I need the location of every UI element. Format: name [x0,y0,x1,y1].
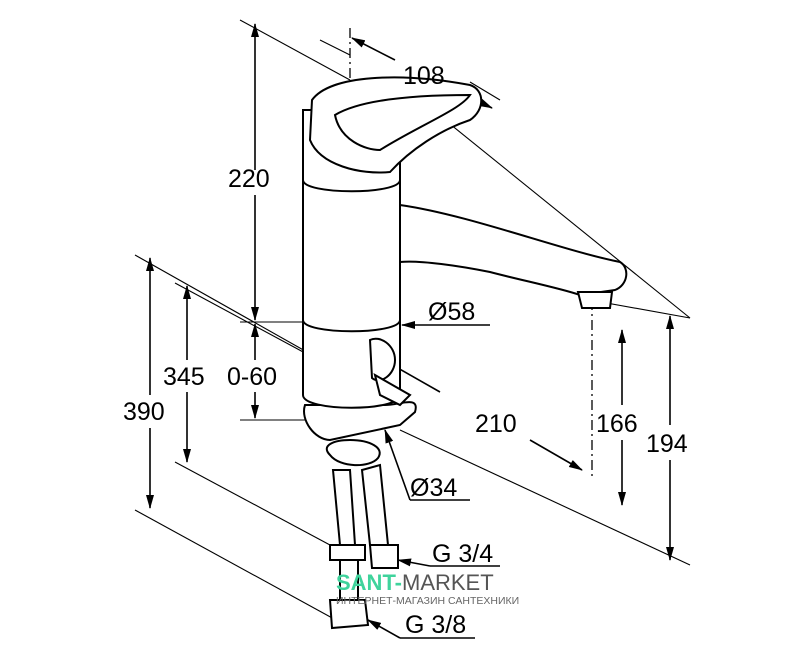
watermark-brand: SANT-MARKET [336,570,494,595]
watermark-brand-a: SANT- [336,570,402,595]
dim-210: 210 [475,410,517,438]
dim-220: 220 [228,165,270,193]
dim-166: 166 [596,410,638,438]
watermark-tagline: ИНТЕРНЕТ-МАГАЗИН САНТЕХНИКИ [336,595,519,607]
thread-g34: G 3/4 [432,540,493,568]
dim-0-60: 0-60 [227,363,277,391]
dim-390: 390 [123,398,165,426]
dim-108: 108 [403,62,445,90]
dim-diameter-58: Ø58 [428,298,475,326]
dim-345: 345 [163,363,205,391]
dim-diameter-34: Ø34 [410,474,457,502]
dim-194: 194 [646,430,688,458]
thread-g38: G 3/8 [405,611,466,639]
watermark-brand-b: MARKET [402,570,494,595]
watermark: SANT-MARKET ИНТЕРНЕТ-МАГАЗИН САНТЕХНИКИ [336,570,519,607]
dimension-labels: 108 220 Ø58 345 0-60 390 210 166 194 Ø34… [123,62,688,639]
faucet-body [302,76,628,630]
